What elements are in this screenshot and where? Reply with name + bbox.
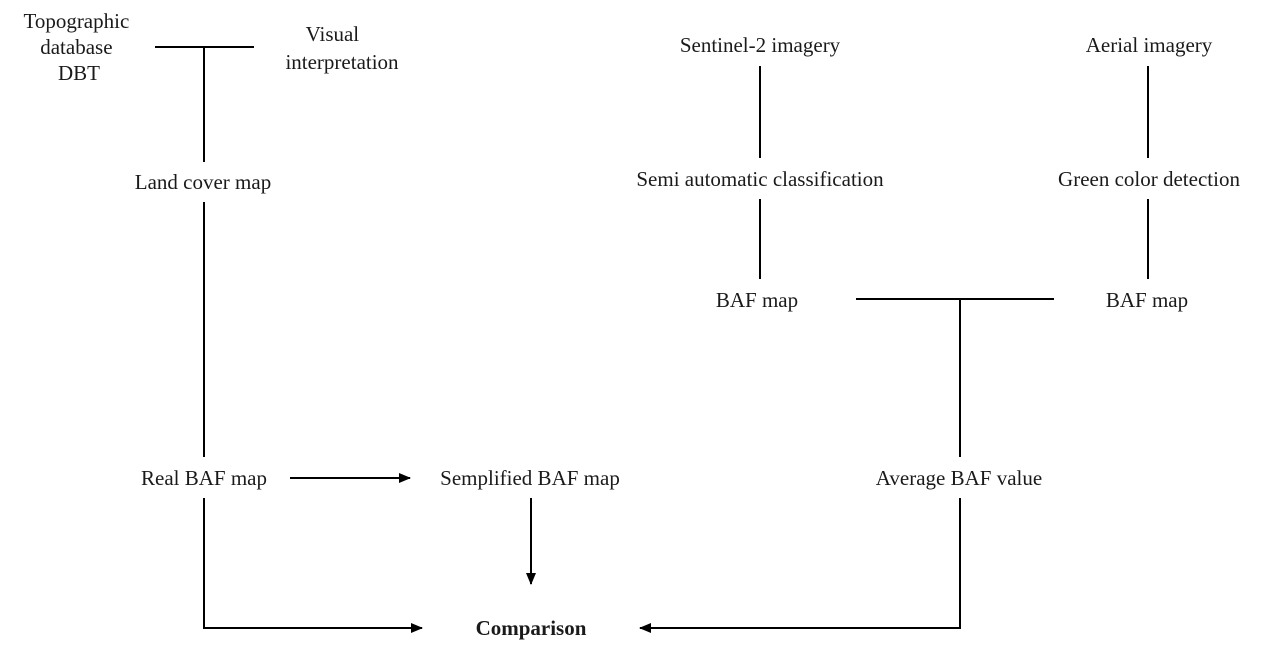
average-baf-to-comparison <box>639 498 961 633</box>
node-visual-interpretation: Visual interpretation <box>285 22 399 74</box>
node-sentinel-imagery: Sentinel-2 imagery <box>680 33 841 57</box>
node-aerial-imagery: Aerial imagery <box>1086 33 1213 57</box>
node-semplified-baf-map: Semplified BAF map <box>440 466 620 490</box>
node-land-cover-map: Land cover map <box>135 170 271 194</box>
node-baf-map-sentinel: BAF map <box>716 288 798 312</box>
node-baf-map-aerial: BAF map <box>1106 288 1188 312</box>
node-semi-automatic-classification: Semi automatic classification <box>636 167 884 191</box>
edges-group <box>155 46 1149 633</box>
node-average-baf-value: Average BAF value <box>876 466 1042 490</box>
node-comparison: Comparison <box>476 616 587 640</box>
node-real-baf-map: Real BAF map <box>141 466 267 490</box>
real-baf-to-comparison <box>203 498 423 633</box>
node-green-color-detection: Green color detection <box>1058 167 1240 191</box>
node-topographic-database: Topographic database DBT <box>23 9 134 85</box>
nodes-group: Topographic database DBT Visual interpre… <box>23 9 1240 640</box>
